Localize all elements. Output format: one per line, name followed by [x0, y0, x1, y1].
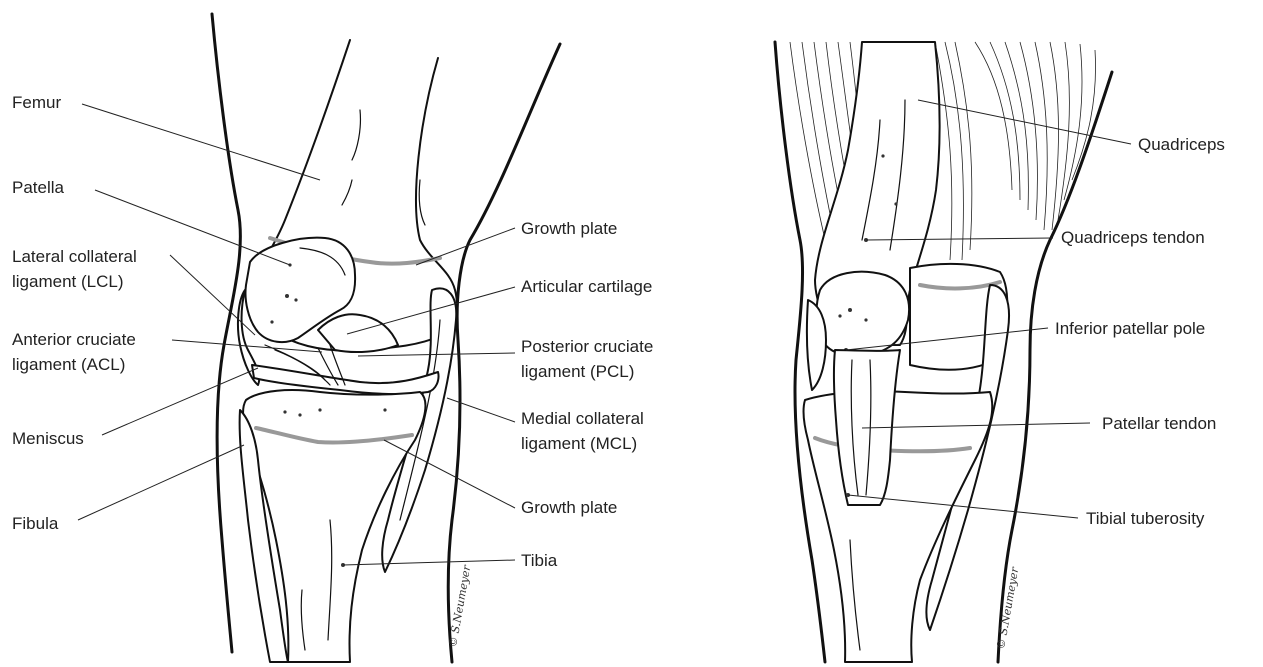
- label-pcl-line2: ligament (PCL): [521, 362, 634, 381]
- label-inferior-patellar-pole: Inferior patellar pole: [1055, 319, 1205, 338]
- label-growth-plate-bottom: Growth plate: [521, 498, 617, 517]
- label-mcl-line1: Medial collateral: [521, 409, 644, 428]
- label-fibula: Fibula: [12, 514, 59, 533]
- right-labels: Quadriceps Quadriceps tendon Inferior pa…: [1055, 135, 1225, 528]
- label-meniscus: Meniscus: [12, 429, 84, 448]
- right-knee-illustration: [775, 42, 1112, 662]
- label-lcl-line2: ligament (LCL): [12, 272, 124, 291]
- right-patella-shape: [816, 272, 909, 356]
- left-skin-outline-lateral: [212, 14, 240, 652]
- label-acl-line2: ligament (ACL): [12, 355, 125, 374]
- label-quadriceps-tendon: Quadriceps tendon: [1061, 228, 1205, 247]
- label-tibia: Tibia: [521, 551, 558, 570]
- left-knee-illustration: [212, 14, 560, 662]
- label-tibial-tuberosity: Tibial tuberosity: [1086, 509, 1205, 528]
- label-patellar-tendon: Patellar tendon: [1102, 414, 1216, 433]
- label-quadriceps: Quadriceps: [1138, 135, 1225, 154]
- artist-signature-right: © S.Neumeyer: [994, 566, 1021, 651]
- label-patella: Patella: [12, 178, 65, 197]
- label-mcl-line2: ligament (MCL): [521, 434, 637, 453]
- label-articular-cartilage: Articular cartilage: [521, 277, 652, 296]
- label-acl-line1: Anterior cruciate: [12, 330, 136, 349]
- label-pcl-line1: Posterior cruciate: [521, 337, 653, 356]
- label-lcl-line1: Lateral collateral: [12, 247, 137, 266]
- artist-signature-left: © S.Neumeyer: [446, 564, 473, 649]
- label-femur: Femur: [12, 93, 61, 112]
- label-growth-plate-top: Growth plate: [521, 219, 617, 238]
